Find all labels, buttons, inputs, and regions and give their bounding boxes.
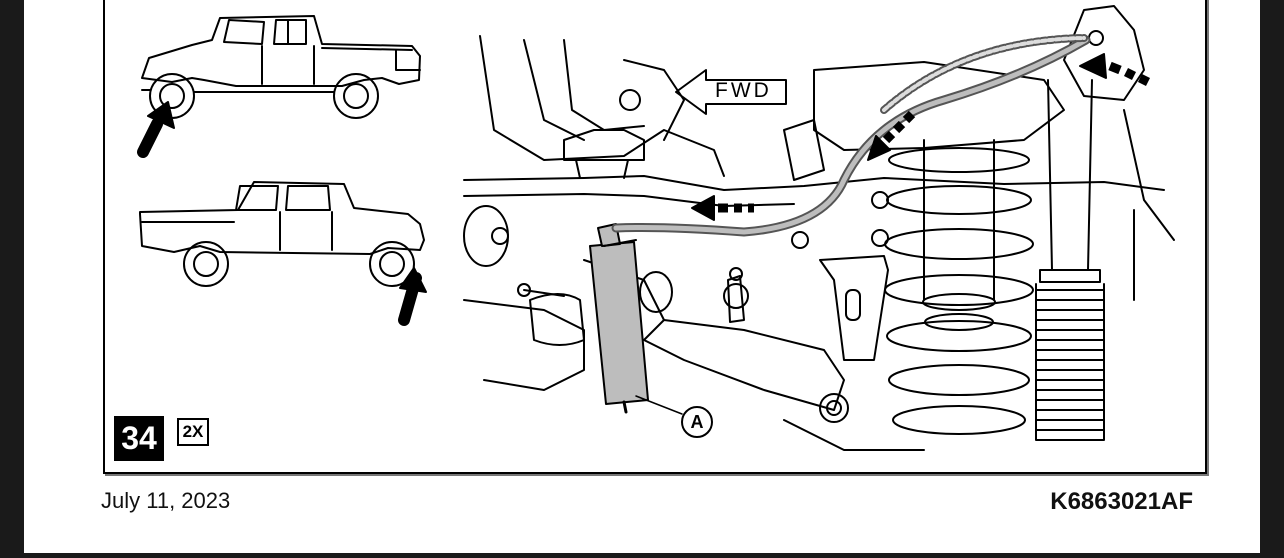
- callout-a-label: A: [691, 412, 704, 432]
- publication-date: July 11, 2023: [101, 488, 231, 513]
- installation-diagram: FWD A: [137, 5, 1175, 451]
- hose-previous-position-outline: [880, 34, 1088, 114]
- routing-arrow-1: [691, 195, 754, 221]
- hose-route: [613, 37, 1089, 235]
- callout-a-circle: [681, 406, 713, 438]
- frame-shadow: [105, 0, 1209, 476]
- step-number-badge: 34: [114, 416, 164, 461]
- arrow-rear-wheel-head: [399, 267, 427, 293]
- truck-side-view-rear-indicator: [139, 181, 425, 287]
- suspension-assembly: [463, 5, 1175, 451]
- steering-damper: [589, 223, 649, 414]
- hose-route-outline: [611, 35, 1091, 237]
- callout-a-leader: [635, 395, 683, 415]
- document-number: K6863021AF: [1050, 488, 1193, 515]
- fwd-label: FWD: [715, 79, 772, 102]
- routing-arrow-3: [1079, 53, 1151, 87]
- routing-arrow-2: [867, 110, 916, 161]
- service-manual-page: FWD A 34 2X July 11, 2023 K6863021AF: [24, 0, 1260, 553]
- arrow-front-wheel-body: [137, 118, 163, 158]
- hose-previous-position: [882, 36, 1086, 112]
- truck-side-view-front-indicator: [141, 15, 421, 119]
- quantity-badge: 2X: [177, 418, 209, 446]
- fwd-arrow-outline: [675, 69, 787, 115]
